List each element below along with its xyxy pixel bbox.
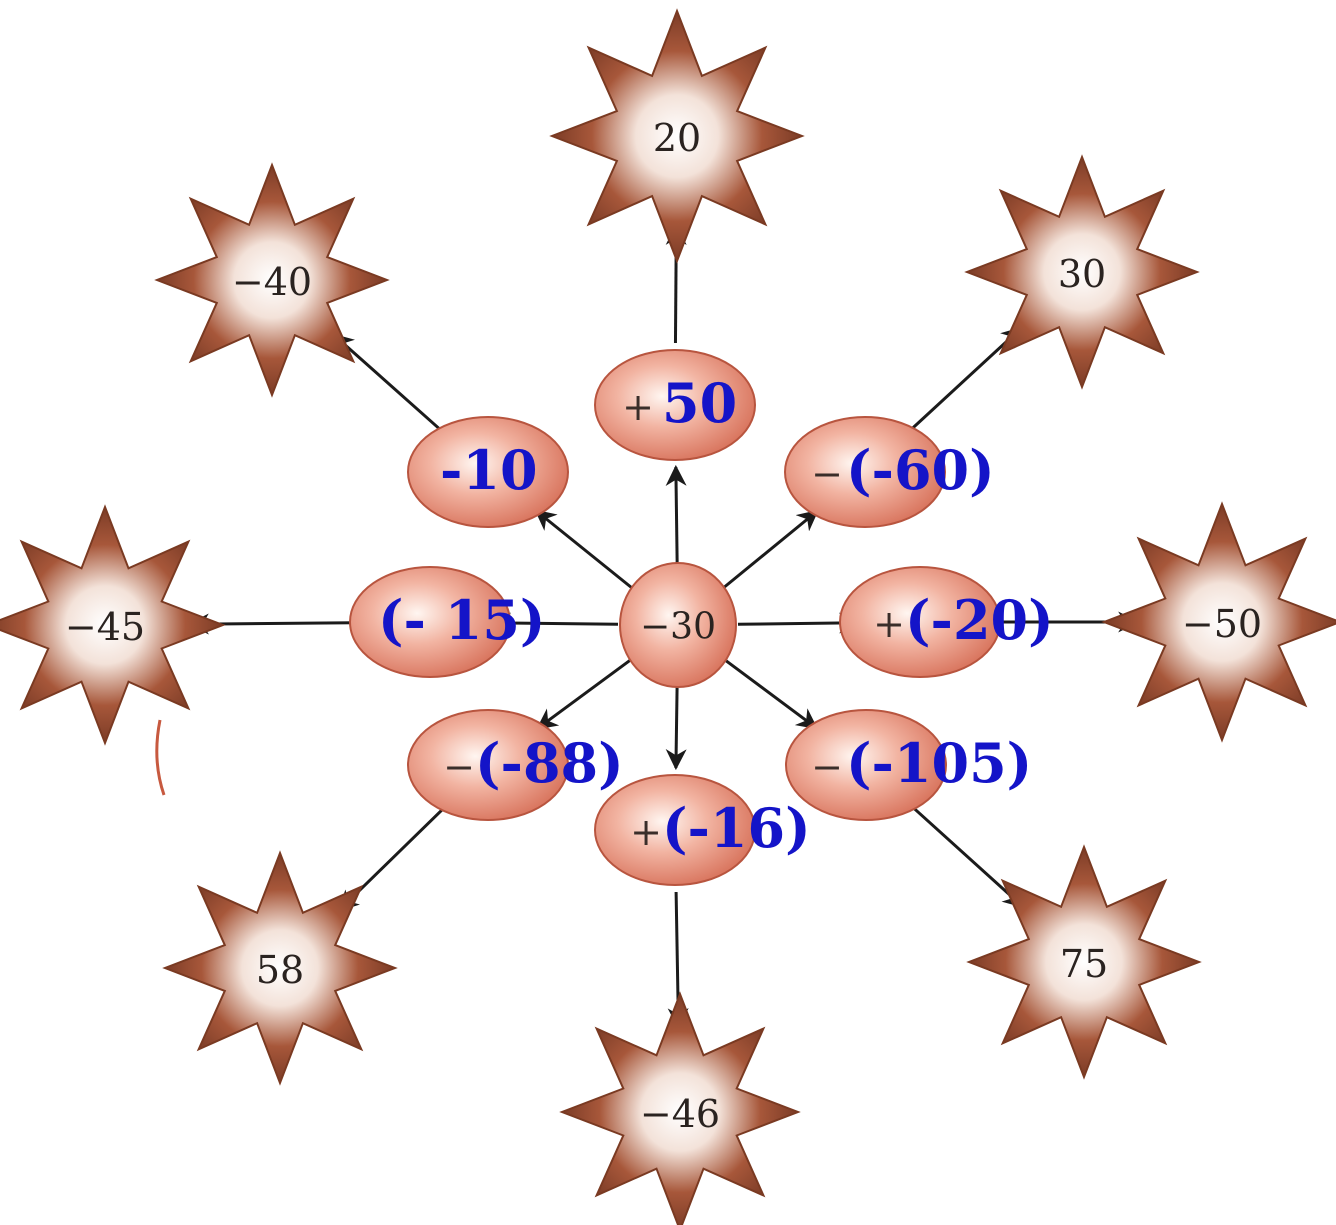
oval-down: +(-16) — [594, 774, 811, 886]
arrow-center-to-down-left — [536, 659, 631, 730]
oval-shape — [407, 709, 569, 821]
star-shape-icon — [966, 844, 1202, 1080]
arrow-center-to-left — [489, 612, 619, 634]
star-value: 30 — [1058, 252, 1106, 296]
oval-down-left: −(-88) — [407, 709, 624, 821]
arrow-center-to-up — [665, 464, 687, 566]
star-shape-icon — [162, 850, 398, 1086]
oval-up-right: −(-60) — [784, 416, 995, 528]
star-down-left: 58 — [162, 850, 398, 1086]
oval-left: (- 15) — [349, 566, 545, 678]
answer-text: (-105) — [846, 731, 1032, 795]
operation-sign: − — [443, 745, 475, 789]
star-shape-icon — [154, 162, 390, 398]
star-shape-icon — [559, 991, 801, 1225]
operation-sign: + — [873, 602, 905, 646]
star-value: −50 — [1182, 602, 1262, 646]
oval-shape — [407, 416, 569, 528]
answer-text: (-88) — [475, 731, 624, 795]
star-value: 20 — [653, 116, 701, 160]
oval-up-left: -10 — [407, 416, 569, 528]
arrow-center-to-right — [737, 612, 861, 634]
oval-shape — [785, 709, 947, 821]
star-right: −50 — [1101, 501, 1336, 743]
oval-shape — [594, 774, 756, 886]
oval-up: +50 — [594, 349, 756, 461]
oval-right: +(-20) — [839, 566, 1054, 678]
arrow-center-to-down-right — [725, 659, 818, 730]
arrow-center-to-up-right — [723, 509, 819, 589]
answer-text: (- 15) — [378, 588, 545, 652]
oval-shape — [594, 349, 756, 461]
star-value: −40 — [232, 260, 312, 304]
star-up-left: −40 — [154, 162, 390, 398]
arrow-center-to-up-left — [534, 509, 633, 589]
answer-text: (-16) — [662, 796, 811, 860]
answer-text: -10 — [440, 438, 538, 502]
star-down-right: 75 — [966, 844, 1202, 1080]
star-shape-icon — [1101, 501, 1336, 743]
oval-shape — [349, 566, 511, 678]
star-value: 75 — [1060, 942, 1108, 986]
star-left: −45 — [0, 504, 226, 746]
star-shape-icon — [964, 154, 1200, 390]
star-up-right: 30 — [964, 154, 1200, 390]
operation-sign: + — [630, 810, 662, 854]
star-shape-icon — [549, 8, 805, 264]
oval-down-right: −(-105) — [785, 709, 1032, 821]
answer-text: (-60) — [846, 438, 995, 502]
star-up: 20 — [549, 8, 805, 264]
operation-sign: − — [811, 452, 843, 496]
star-value: −45 — [65, 605, 145, 649]
star-shape-icon — [0, 504, 226, 746]
operation-sign: + — [622, 385, 654, 429]
answer-text: 50 — [662, 371, 737, 435]
arrow-down-right-to-star — [910, 805, 1025, 908]
oval-shape — [784, 416, 946, 528]
arrow-up-left-to-star — [332, 333, 443, 432]
star-value: 58 — [256, 948, 304, 992]
ovals-layer: +50−(-60)+(-20)−(-105)+(-16)−(-88)(- 15)… — [349, 349, 1054, 886]
answer-text: (-20) — [905, 588, 1054, 652]
star-down: −46 — [559, 991, 801, 1225]
center-node: −30 — [619, 562, 737, 688]
operation-sign: − — [811, 745, 843, 789]
star-value: −46 — [640, 1092, 720, 1136]
arrow-up-right-to-star — [909, 326, 1023, 432]
oval-shape — [839, 566, 1001, 678]
center-value: −30 — [640, 607, 716, 648]
arrow-center-to-down — [665, 684, 687, 771]
stray-mark — [155, 719, 166, 796]
